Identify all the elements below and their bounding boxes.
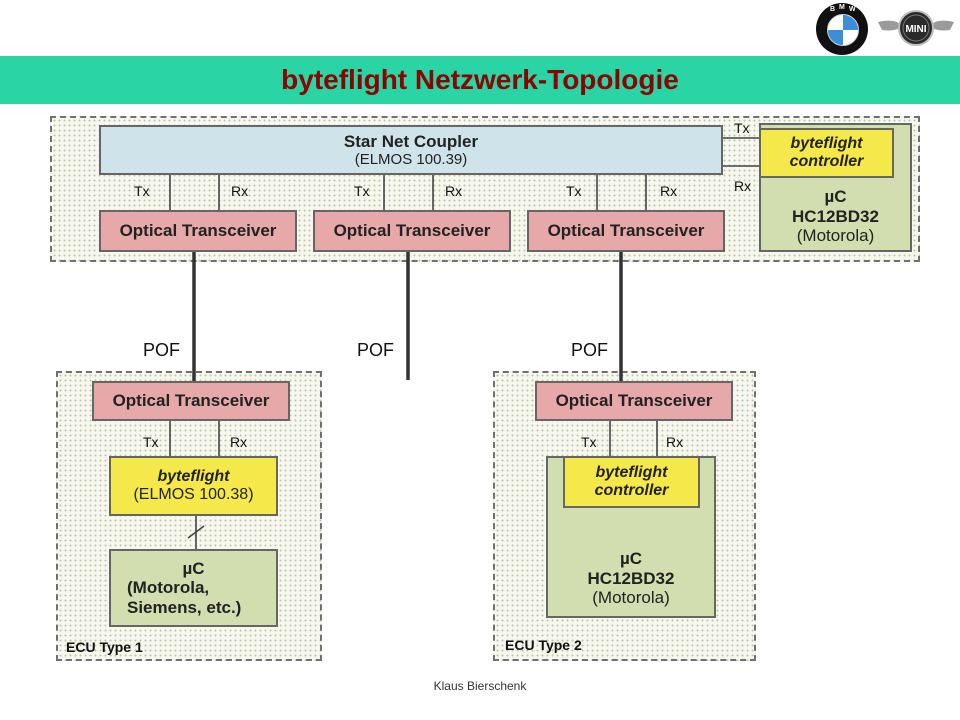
ecu2-tx-label: Tx bbox=[581, 434, 597, 450]
ecu1-optical-transceiver: Optical Transceiver bbox=[92, 381, 290, 421]
microcontroller-line-1: µC bbox=[619, 549, 643, 569]
ecu2-type-label: ECU Type 2 bbox=[505, 637, 582, 653]
bmw-logo: B M W bbox=[816, 3, 868, 55]
byteflight-chip-line-1: byteflight bbox=[157, 467, 230, 485]
rx-label: Rx bbox=[231, 183, 249, 199]
bmw-logo-letter-w: W bbox=[849, 6, 856, 13]
controller-line-2: controller bbox=[789, 153, 864, 170]
pof-label: POF bbox=[571, 340, 609, 360]
controller-tx-label: Tx bbox=[734, 120, 750, 136]
optical-transceiver-label: Optical Transceiver bbox=[112, 391, 270, 411]
microcontroller-line-1: µC bbox=[824, 187, 847, 207]
ecu1-microcontroller: µC (Motorola, Siemens, etc.) bbox=[109, 549, 278, 627]
microcontroller-line-3: Siemens, etc.) bbox=[127, 597, 242, 617]
microcontroller-line-2: HC12BD32 bbox=[587, 568, 675, 588]
controller-rx-label: Rx bbox=[734, 178, 752, 194]
star-net-coupler-subtitle: (ELMOS 100.39) bbox=[354, 151, 468, 169]
ecu2-byteflight-controller: byteflight controller bbox=[563, 456, 700, 508]
controller-line-2: controller bbox=[594, 482, 669, 499]
page-title: byteflight Netzwerk-Topologie bbox=[281, 64, 679, 95]
star-net-coupler-title: Star Net Coupler bbox=[343, 131, 479, 151]
controller-line-1: byteflight bbox=[790, 134, 863, 152]
microcontroller-line-1: µC bbox=[182, 558, 205, 578]
rx-label: Rx bbox=[660, 183, 678, 199]
ecu1-type-label: ECU Type 1 bbox=[66, 639, 143, 655]
ecu1-byteflight-chip: byteflight (ELMOS 100.38) bbox=[109, 456, 278, 516]
optical-transceiver-3: Optical Transceiver bbox=[527, 210, 725, 252]
tx-label: Tx bbox=[354, 183, 370, 199]
title-bar: byteflight Netzwerk-Topologie bbox=[0, 56, 960, 104]
footer-author: Klaus Bierschenk bbox=[433, 679, 527, 693]
ecu2-rx-label: Rx bbox=[666, 434, 684, 450]
pof-label: POF bbox=[357, 340, 395, 360]
optical-transceiver-label: Optical Transceiver bbox=[119, 221, 277, 241]
bmw-logo-letter-m: M bbox=[839, 4, 845, 11]
optical-transceiver-label: Optical Transceiver bbox=[333, 221, 491, 241]
mini-logo: MINI bbox=[876, 8, 956, 48]
ecu1-rx-label: Rx bbox=[230, 434, 248, 450]
microcontroller-line-2: HC12BD32 bbox=[792, 206, 879, 226]
optical-transceiver-label: Optical Transceiver bbox=[547, 221, 705, 241]
byteflight-chip-line-2: (ELMOS 100.38) bbox=[133, 486, 254, 503]
optical-transceiver-2: Optical Transceiver bbox=[313, 210, 511, 252]
ecu2-optical-transceiver: Optical Transceiver bbox=[535, 381, 733, 421]
bmw-logo-letter-b: B bbox=[830, 6, 836, 13]
optical-transceiver-label: Optical Transceiver bbox=[555, 391, 713, 411]
ecu1-tx-label: Tx bbox=[143, 434, 159, 450]
rx-label: Rx bbox=[445, 183, 463, 199]
mini-logo-text: MINI bbox=[905, 24, 926, 35]
controller-line-1: byteflight bbox=[595, 463, 668, 481]
microcontroller-line-2: (Motorola, bbox=[127, 578, 210, 598]
optical-transceiver-1: Optical Transceiver bbox=[99, 210, 297, 252]
tx-label: Tx bbox=[134, 183, 150, 199]
pof-label: POF bbox=[143, 340, 181, 360]
star-net-coupler: Star Net Coupler (ELMOS 100.39) bbox=[99, 125, 723, 175]
microcontroller-line-3: (Motorola) bbox=[592, 588, 670, 608]
tx-label: Tx bbox=[566, 183, 582, 199]
microcontroller-line-3: (Motorola) bbox=[796, 226, 875, 246]
byteflight-controller-top: byteflight controller bbox=[759, 128, 894, 178]
